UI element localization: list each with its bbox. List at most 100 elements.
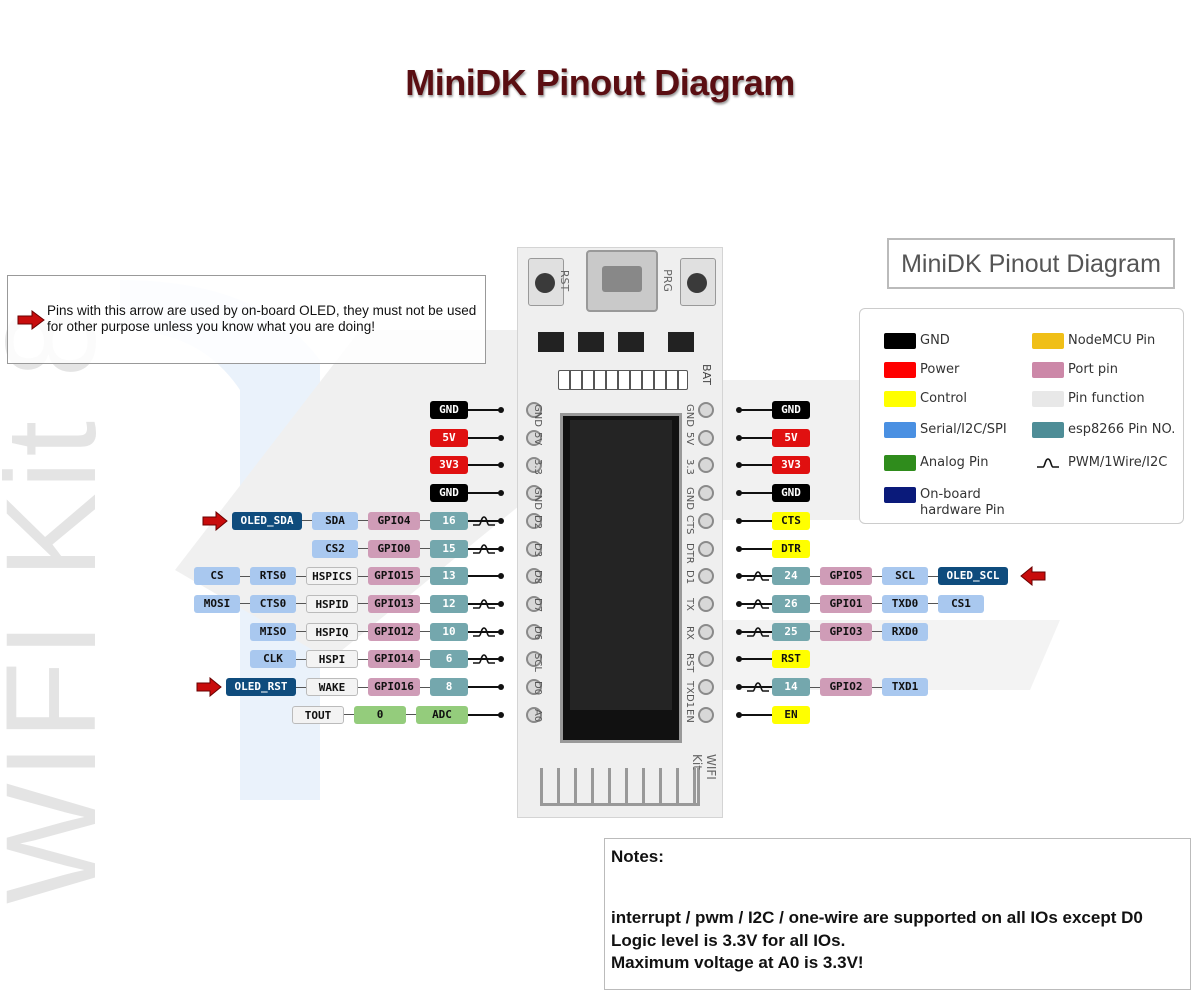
component-chip xyxy=(538,332,564,352)
silkscreen-label: D0 xyxy=(532,681,543,696)
pin-label-ser: CLK xyxy=(250,650,296,669)
legend-swatch xyxy=(884,487,916,503)
pin-label-ser: MISO xyxy=(250,622,296,641)
pin-wire xyxy=(296,575,306,577)
usb-port xyxy=(586,250,658,312)
oled-arrow-note-text: Pins with this arrow are used by on-boar… xyxy=(47,303,477,334)
pin-wire xyxy=(420,631,430,633)
legend-label: PWM/1Wire/I2C xyxy=(1068,455,1168,470)
pwm-wave-icon xyxy=(473,543,495,554)
pin-label-ana: 0 xyxy=(354,705,406,724)
pin-label-ser: TXD0 xyxy=(882,594,928,613)
pin-wire xyxy=(468,464,500,467)
red-arrow-icon xyxy=(202,510,228,531)
pwm-wave-icon xyxy=(473,599,495,609)
board: RST PRG BAT WIFI Kit xyxy=(517,247,723,818)
pin-wire xyxy=(406,714,416,716)
pin-label-func: TOUT xyxy=(292,705,344,724)
pin-wire xyxy=(240,603,250,605)
header-pin xyxy=(698,457,714,474)
pin-wire xyxy=(928,575,938,577)
pin-wire xyxy=(739,436,772,439)
pin-wire xyxy=(810,631,820,633)
pwm-wave-icon xyxy=(1037,458,1059,468)
pin-label-ser: TXD1 xyxy=(882,678,928,696)
silkscreen-label: 5V xyxy=(684,431,695,445)
header-pin xyxy=(526,429,542,446)
header-pin xyxy=(698,540,714,557)
red-arrow-icon xyxy=(17,310,45,330)
header-pin xyxy=(526,595,542,612)
pin-label-ser: CTS0 xyxy=(250,594,296,613)
pin-wire xyxy=(468,630,500,633)
header-pin xyxy=(526,457,542,474)
pin-wire xyxy=(358,658,368,660)
pin-label-num: 8 xyxy=(430,678,468,696)
pin-wire xyxy=(358,575,368,577)
pin-label-pwr: 5V xyxy=(772,428,810,447)
pin-wire xyxy=(468,409,500,411)
usb-port-opening xyxy=(602,266,642,292)
header-pin xyxy=(526,485,542,502)
pin-wire xyxy=(810,575,820,577)
pin-wire xyxy=(344,714,354,716)
pin-label-port: GPIO4 xyxy=(368,511,420,530)
pin-wire xyxy=(302,520,312,522)
pin-wire xyxy=(420,575,430,577)
pin-dot xyxy=(498,462,504,469)
legend-label: On-board hardware Pin xyxy=(920,487,1005,518)
silkscreen-label: D1 xyxy=(684,570,695,585)
pin-label-num: 25 xyxy=(772,622,810,641)
legend-label: Analog Pin xyxy=(920,455,989,470)
pin-wire xyxy=(358,631,368,633)
silkscreen-label: GND xyxy=(532,487,543,511)
legend-swatch xyxy=(884,333,916,349)
pin-label-gnd: GND xyxy=(430,484,468,503)
pin-label-port: GPIO14 xyxy=(368,650,420,669)
pwm-wave-icon xyxy=(747,682,769,692)
prg-button-label: PRG xyxy=(660,269,674,292)
pin-label-pwr: 3V3 xyxy=(772,456,810,475)
header-pin xyxy=(698,706,714,723)
silkscreen-label: D8 xyxy=(532,570,543,585)
legend-label: Port pin xyxy=(1068,362,1119,377)
pin-wire xyxy=(810,686,820,688)
pin-dot xyxy=(498,573,504,580)
pin-label-port: GPIO0 xyxy=(368,539,420,558)
header-pin xyxy=(526,568,542,585)
pin-label-ser: RTS0 xyxy=(250,567,296,586)
silkscreen-label: 3.3 xyxy=(532,459,543,476)
pin-label-port: GPIO3 xyxy=(820,622,872,641)
header-pin xyxy=(698,568,714,585)
header-pin xyxy=(698,402,714,418)
pin-wire xyxy=(872,575,882,577)
pin-dot xyxy=(498,656,504,663)
pin-wire xyxy=(468,436,500,439)
pin-dot xyxy=(498,490,504,497)
pin-label-num: 13 xyxy=(430,567,468,586)
legend-swatch xyxy=(884,391,916,407)
pin-dot xyxy=(498,517,504,524)
pin-label-port: GPIO15 xyxy=(368,567,420,586)
pin-wire xyxy=(468,686,500,688)
pin-label-port: GPIO1 xyxy=(820,594,872,613)
pin-label-port: GPIO16 xyxy=(368,678,420,696)
pin-label-onb: OLED_RST xyxy=(226,678,296,696)
pin-label-ser: SDA xyxy=(312,511,358,530)
silkscreen-label: D2 xyxy=(532,514,543,529)
pin-wire xyxy=(420,603,430,605)
pin-wire xyxy=(358,686,368,688)
pin-label-num: 10 xyxy=(430,622,468,641)
pin-wire xyxy=(872,686,882,688)
pin-label-pwr: 5V xyxy=(430,428,468,447)
pin-label-ser: SCL xyxy=(882,567,928,586)
silkscreen-label: TXD1 xyxy=(684,681,695,709)
legend-label: Control xyxy=(920,391,967,406)
silkscreen-label: D6 xyxy=(532,625,543,640)
pin-wire xyxy=(739,547,772,550)
legend-label: esp8266 Pin NO. xyxy=(1068,422,1176,437)
prg-button-cap xyxy=(687,273,707,293)
pin-label-num: 12 xyxy=(430,594,468,613)
pin-wire xyxy=(739,519,772,522)
